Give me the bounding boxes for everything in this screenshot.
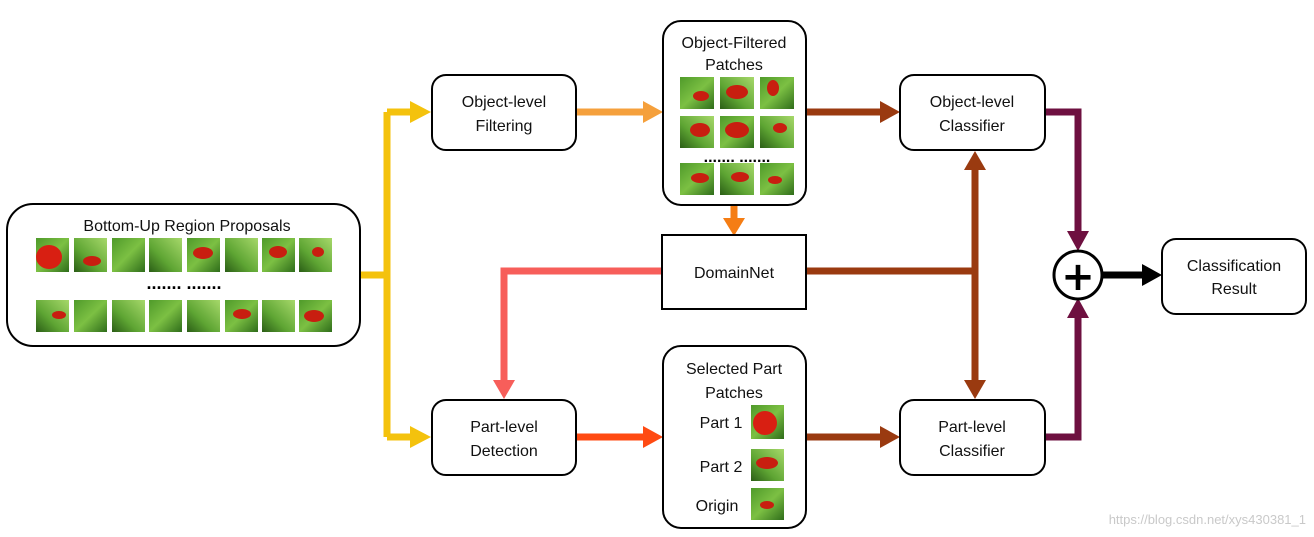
combine-plus-icon: + [1052, 249, 1104, 301]
part-patches-box: Selected Part Patches Part 1 Part 2 Orig… [662, 345, 807, 529]
proposals-dots: ....... ....... [146, 273, 221, 293]
arrowhead-to-part-classifier-down [964, 380, 986, 399]
arrowhead-detection-to-part-patches [643, 426, 663, 448]
object-classifier-line1: Object-level [930, 94, 1014, 111]
object-filtering-box: Object-level Filtering [431, 74, 577, 151]
object-classifier-box: Object-level Classifier [899, 74, 1046, 151]
part-item-3-label: Origin [696, 498, 739, 515]
arrowhead-to-object-filtering [410, 101, 431, 123]
proposals-thumbnails-row1 [36, 238, 332, 272]
object-patches-thumbnails [680, 77, 794, 195]
part-classifier-line2: Classifier [939, 443, 1005, 460]
part-detection-line2: Detection [470, 443, 538, 460]
part-patches-line1: Selected Part [686, 361, 783, 378]
arrowhead-to-part-detection [410, 426, 431, 448]
arrow-part-classifier-to-combine [1045, 316, 1082, 441]
result-line1: Classification [1187, 258, 1281, 275]
object-patches-line2: Patches [705, 57, 763, 74]
part-item-2-label: Part 2 [700, 459, 743, 476]
arrow-domainnet-to-part-detection [500, 267, 662, 382]
watermark-text: https://blog.csdn.net/xys430381_1 [1109, 512, 1306, 527]
combine-symbol: + [1061, 254, 1095, 300]
part-detection-line1: Part-level [470, 419, 538, 436]
object-filtering-line1: Object-level [462, 94, 546, 111]
object-classifier-line2: Classifier [939, 118, 1005, 135]
part-classifier-box: Part-level Classifier [899, 399, 1046, 476]
arrowhead-part-patches-to-part-classifier [880, 426, 900, 448]
part-patches-line2: Patches [705, 385, 763, 402]
arrowhead-to-object-classifier-up [964, 151, 986, 170]
part-detection-box: Part-level Detection [431, 399, 577, 476]
object-filtering-line2: Filtering [476, 118, 533, 135]
arrowhead-part-classifier-to-combine [1067, 298, 1089, 318]
arrowhead-patches-to-domainnet [723, 218, 745, 236]
result-line2: Result [1211, 281, 1257, 298]
arrowhead-filtering-to-patches [643, 101, 663, 123]
part-classifier-line1: Part-level [938, 419, 1006, 436]
domainnet-box: DomainNet [661, 234, 807, 310]
arrow-object-classifier-to-combine [1045, 108, 1082, 233]
part-item-1-label: Part 1 [700, 415, 743, 432]
object-patches-box: Object-Filtered Patches ....... ....... [662, 20, 807, 206]
object-patches-dots: ....... ....... [704, 149, 771, 166]
arrowhead-combine-to-result [1142, 264, 1162, 286]
proposals-box: Bottom-Up Region Proposals ....... .....… [6, 203, 361, 347]
result-box: Classification Result [1161, 238, 1307, 315]
proposals-title: Bottom-Up Region Proposals [83, 218, 290, 235]
proposals-thumbnails-row2 [36, 300, 332, 332]
arrowhead-object-classifier-to-combine [1067, 231, 1089, 251]
arrow-proposals-branch [360, 108, 412, 441]
arrowhead-patches-to-object-classifier [880, 101, 900, 123]
domainnet-label: DomainNet [694, 265, 775, 282]
arrowhead-domainnet-to-part-detection [493, 380, 515, 399]
object-patches-line1: Object-Filtered [682, 35, 787, 52]
